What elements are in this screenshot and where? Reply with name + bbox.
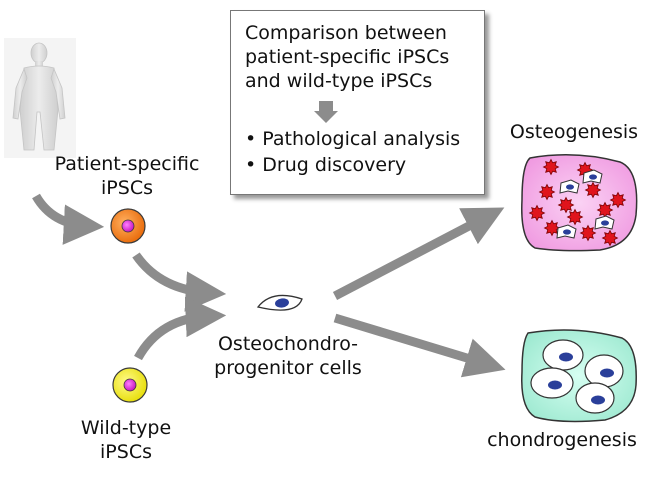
- osteoblast-cell-icon: [596, 201, 614, 219]
- patient-ipscs-label-line-1: Patient-specific: [54, 153, 200, 175]
- arrow-patient-to-progenitor: [132, 252, 227, 312]
- chondrogenesis-tissue-icon: [521, 329, 637, 423]
- comparison-title-line-2: patient-specific iPSCs: [245, 46, 450, 68]
- comparison-title-line-1: Comparison between: [245, 22, 447, 44]
- arrow-body-to-patient-ipscs: [32, 193, 105, 245]
- chondrocyte-cell-icon: [584, 354, 624, 388]
- chondrogenesis-label: chondrogenesis: [487, 429, 637, 451]
- osteocyte-cell-icon: [594, 215, 615, 230]
- osteogenesis-label: Osteogenesis: [509, 121, 639, 143]
- osteoblast-cell-icon: [609, 191, 627, 209]
- arrow-progenitor-to-chondrogenesis: [333, 313, 506, 378]
- wildtype-ipscs-label-line-1: Wild-type: [80, 417, 172, 439]
- arrow-progenitor-to-osteogenesis: [332, 207, 505, 300]
- wildtype-ipscs-label-line-2: iPSCs: [100, 441, 152, 463]
- arrow-wildtype-to-progenitor: [134, 296, 227, 361]
- chondrocyte-cell-icon: [530, 367, 574, 399]
- patient-ipscs-label: Patient-specific iPSCs: [34, 152, 220, 200]
- progenitor-label-line-1: Osteochondro-: [217, 333, 359, 355]
- wildtype-ipscs-label: Wild-type iPSCs: [56, 416, 196, 464]
- application-drug-discovery: • Drug discovery: [245, 154, 407, 176]
- application-pathological-analysis: • Pathological analysis: [245, 128, 461, 150]
- chondrocyte-cell-icon: [542, 339, 584, 371]
- osteoblast-cell-icon: [601, 229, 619, 247]
- osteoblast-cell-icon: [584, 181, 602, 199]
- osteoblast-cell-icon: [538, 183, 556, 201]
- human-body-icon: [4, 38, 76, 158]
- comparison-title-line-3: and wild-type iPSCs: [245, 70, 433, 92]
- osteoblast-cell-icon: [557, 196, 575, 214]
- patient-ipscs-label-line-2: iPSCs: [101, 177, 153, 199]
- osteocyte-cell-icon: [556, 224, 577, 239]
- chondrocyte-cell-icon: [575, 382, 615, 414]
- osteoblast-cell-icon: [543, 219, 561, 237]
- osteoblast-cell-icon: [566, 208, 584, 226]
- patient-ipsc-cell-icon: [110, 208, 146, 244]
- wildtype-ipsc-cell-icon: [112, 367, 148, 403]
- osteoblast-cell-icon: [579, 224, 597, 242]
- down-arrow-icon: [314, 101, 338, 123]
- progenitor-cell-icon: [256, 294, 303, 311]
- progenitor-label: Osteochondro- progenitor cells: [190, 332, 386, 380]
- comparison-box: Comparison between patient-specific iPSC…: [230, 10, 485, 195]
- osteocyte-cell-icon: [582, 169, 603, 184]
- progenitor-label-line-2: progenitor cells: [214, 357, 362, 379]
- osteogenesis-tissue-icon: [521, 154, 638, 252]
- osteocyte-cell-icon: [559, 179, 580, 194]
- osteoblast-cell-icon: [542, 158, 560, 176]
- osteoblast-cell-icon: [528, 204, 546, 222]
